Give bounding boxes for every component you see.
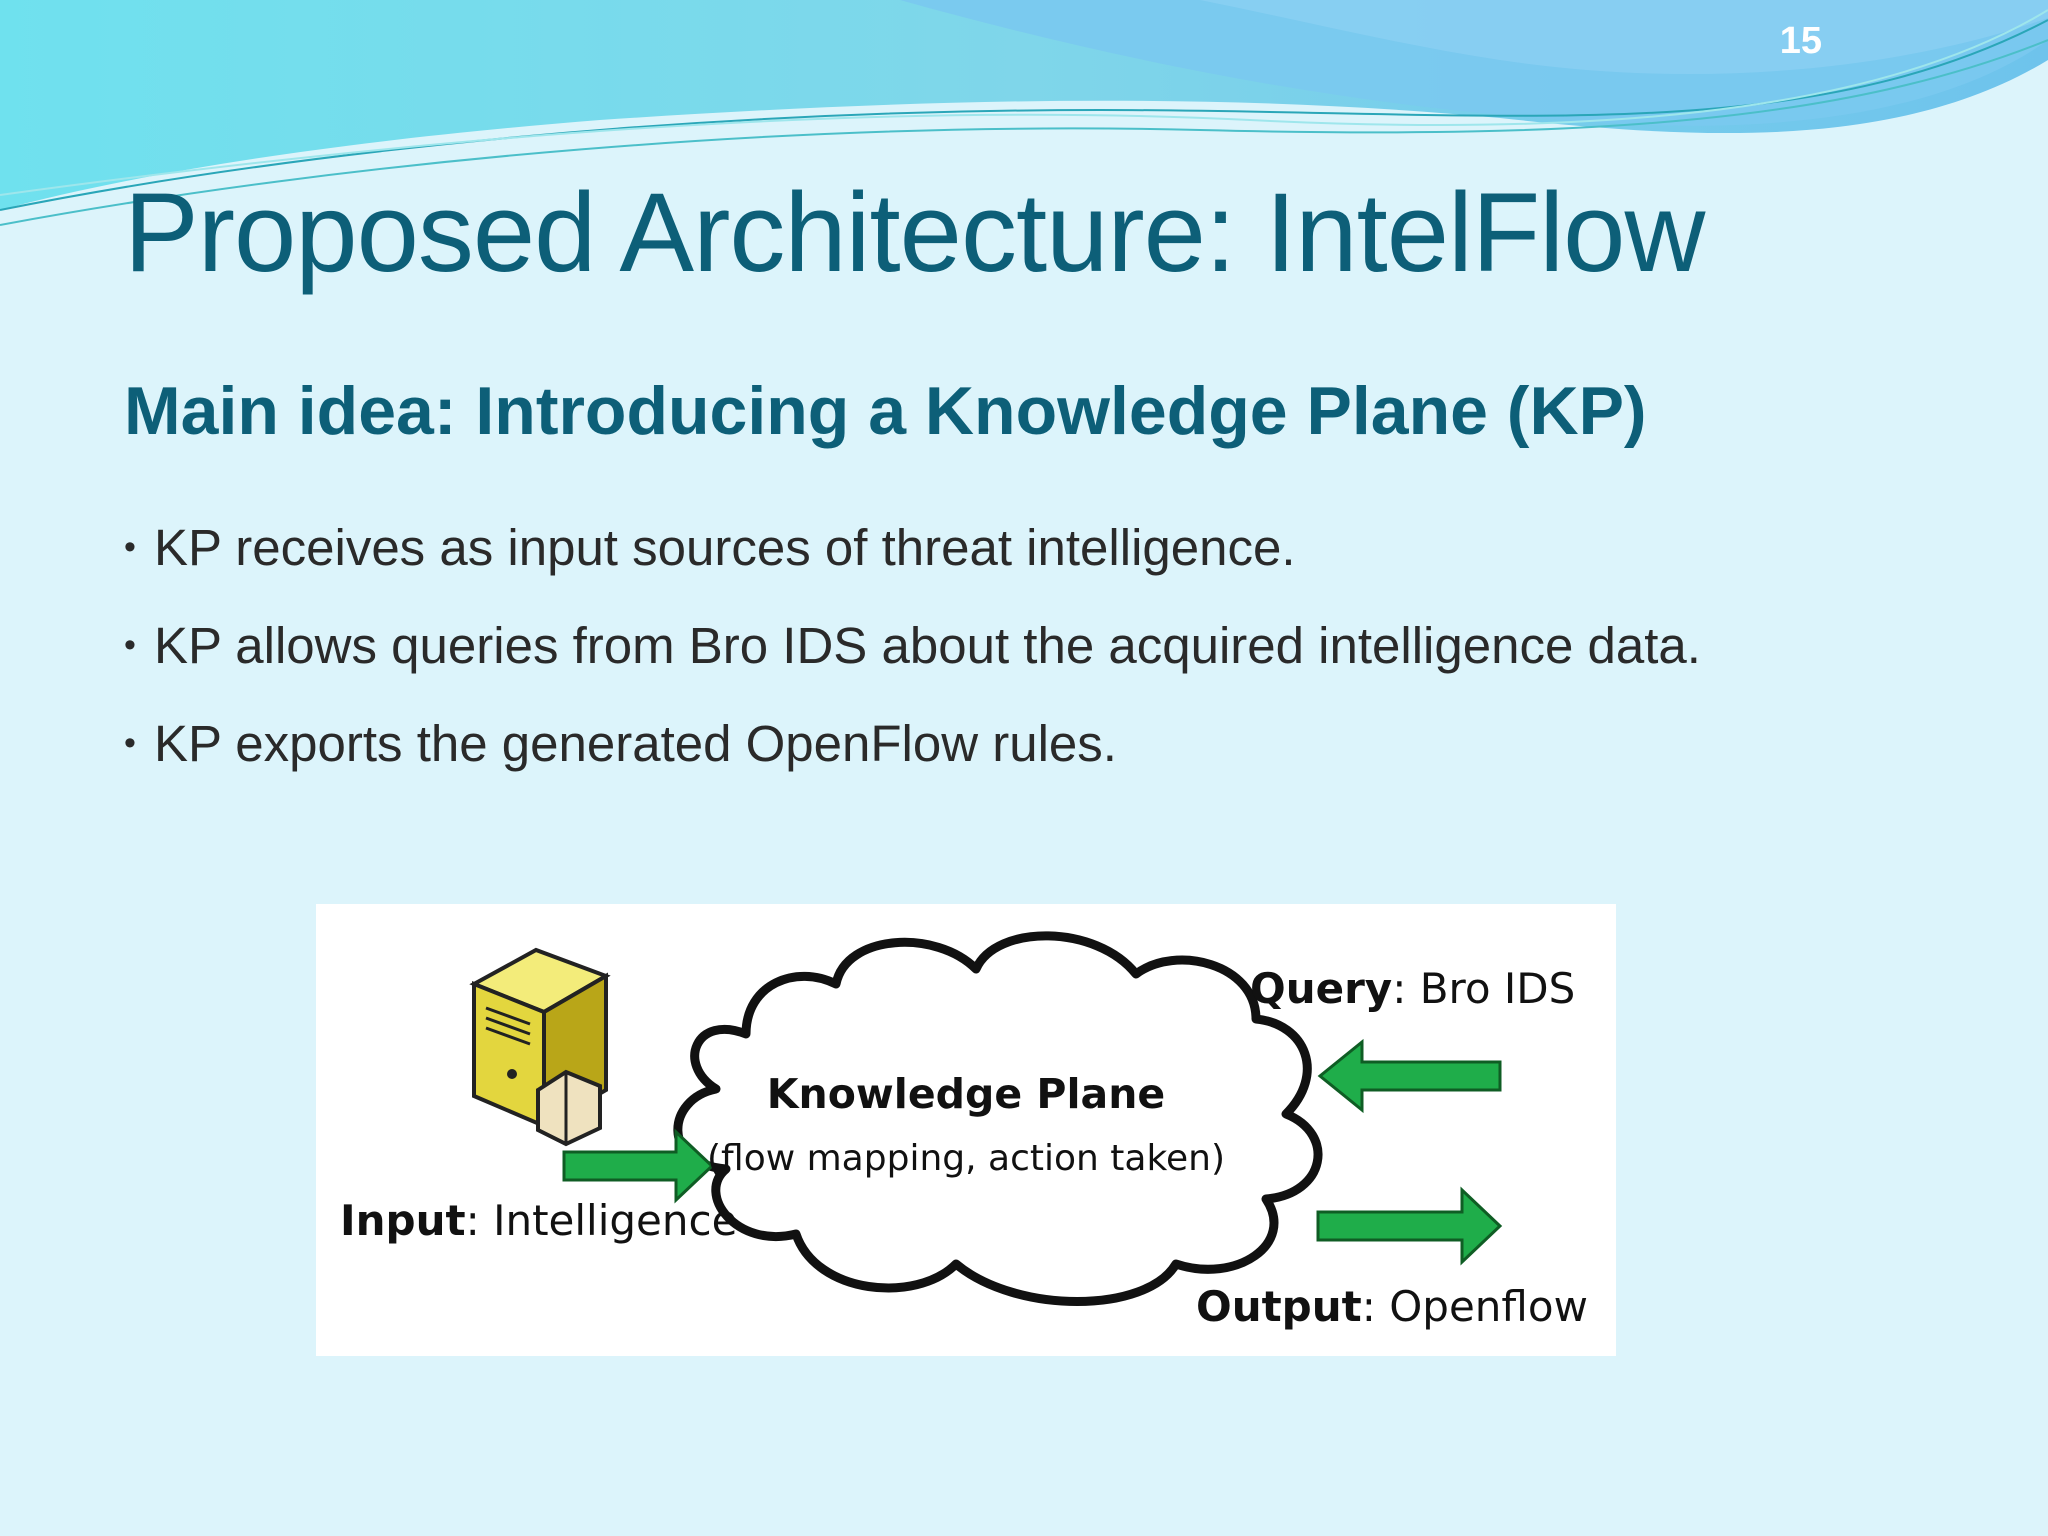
slide-title: Proposed Architecture: IntelFlow	[124, 170, 1705, 295]
bullet-text: KP exports the generated OpenFlow rules.	[154, 715, 1117, 772]
bullet-item: • KP receives as input sources of threat…	[124, 518, 1701, 616]
bullet-item: • KP exports the generated OpenFlow rule…	[124, 714, 1701, 812]
bullet-icon: •	[124, 626, 136, 664]
bullet-text: KP receives as input sources of threat i…	[154, 519, 1296, 576]
diagram-graphics	[469, 931, 1503, 1306]
bullet-text: KP allows queries from Bro IDS about the…	[154, 617, 1701, 674]
slide-number: 15	[1779, 20, 1822, 62]
output-label: Output: Openflow	[1196, 1282, 1588, 1331]
input-label: Input: Intelligence	[340, 1196, 737, 1245]
header-wave-decoration	[0, 0, 2048, 226]
slide-subtitle: Main idea: Introducing a Knowledge Plane…	[124, 373, 1647, 449]
input-label-rest: : Intelligence	[465, 1196, 738, 1245]
knowledge-plane-label: Knowledge Plane	[766, 1070, 1166, 1118]
arrow-left-icon	[1317, 1038, 1502, 1114]
query-label-rest: : Bro IDS	[1392, 964, 1576, 1013]
arrow-right-icon	[562, 1128, 715, 1204]
query-label-bold: Query	[1250, 964, 1393, 1013]
bullet-icon: •	[124, 528, 136, 566]
knowledge-plane-sublabel: (flow mapping, action taken)	[706, 1138, 1226, 1179]
output-label-rest: : Openflow	[1361, 1282, 1588, 1331]
input-label-bold: Input	[340, 1196, 466, 1245]
arrow-right-icon	[1316, 1186, 1503, 1266]
output-label-bold: Output	[1196, 1282, 1362, 1331]
server-icon	[469, 947, 611, 1147]
knowledge-plane-cloud	[673, 931, 1323, 1306]
bullet-list: • KP receives as input sources of threat…	[124, 518, 1701, 812]
bullet-icon: •	[124, 724, 136, 762]
query-label: Query: Bro IDS	[1250, 964, 1575, 1013]
bullet-item: • KP allows queries from Bro IDS about t…	[124, 616, 1701, 714]
architecture-diagram: Knowledge Plane (flow mapping, action ta…	[316, 904, 1616, 1356]
